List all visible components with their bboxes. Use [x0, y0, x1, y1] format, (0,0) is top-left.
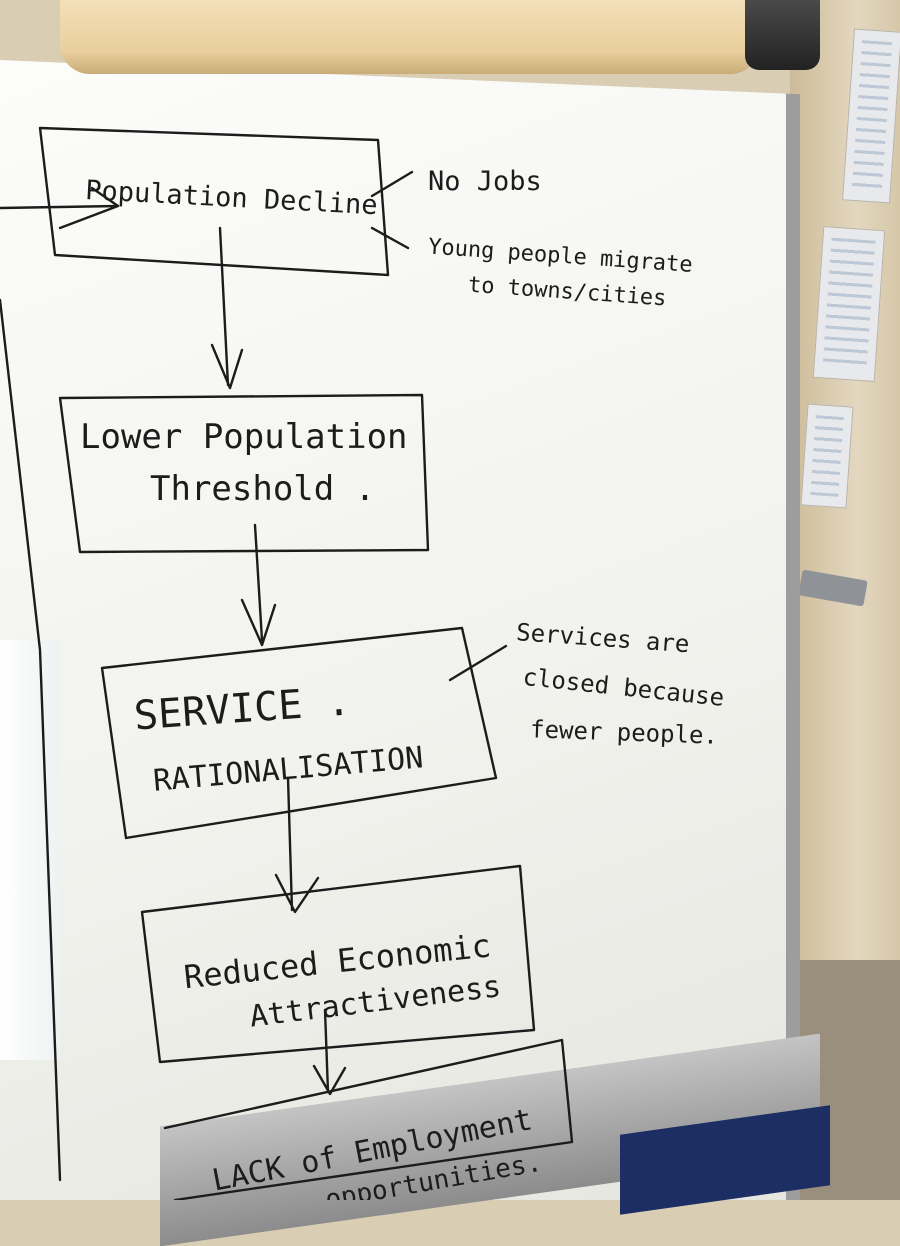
box-service-rationalisation [100, 626, 498, 840]
box-lower-population-threshold [58, 393, 430, 554]
roll-end-cap [745, 0, 820, 70]
box-text-lower-population-threshold-line2: Threshold . [150, 469, 375, 509]
connector-no-jobs [370, 170, 414, 198]
incoming-arrow [0, 186, 120, 230]
note-services-closed-line3: fewer people. [530, 715, 719, 750]
arrow-2-3 [240, 523, 277, 647]
note-services-closed-line2: closed because [521, 663, 725, 712]
box-lack-of-employment [163, 1038, 574, 1200]
flow-diagram: Population Decline Lower Population Thre… [0, 126, 726, 1200]
whiteboard [0, 60, 800, 1200]
arrow-4-5 [312, 1008, 347, 1096]
note-young-people-line1: Young people migrate [427, 235, 693, 278]
left-edge-line [0, 298, 62, 1182]
box-population-decline [38, 126, 390, 277]
box-text-service-rationalisation-line1: SERVICE . [133, 678, 352, 739]
paper-roll [60, 0, 760, 74]
window-glare [0, 640, 60, 1060]
note-young-people-line2: to towns/cities [467, 273, 667, 312]
note-no-jobs: No Jobs [428, 166, 542, 197]
note-services-closed-line1: Services are [515, 618, 690, 658]
box-reduced-economic-attractiveness [140, 864, 536, 1064]
connector-young-people [370, 226, 410, 250]
arrow-3-4 [274, 776, 320, 914]
arrow-1-2 [210, 226, 244, 390]
connector-services-closed [448, 644, 508, 682]
box-text-population-decline: Population Decline [85, 175, 379, 221]
box-text-lower-population-threshold-line1: Lower Population [80, 417, 408, 457]
